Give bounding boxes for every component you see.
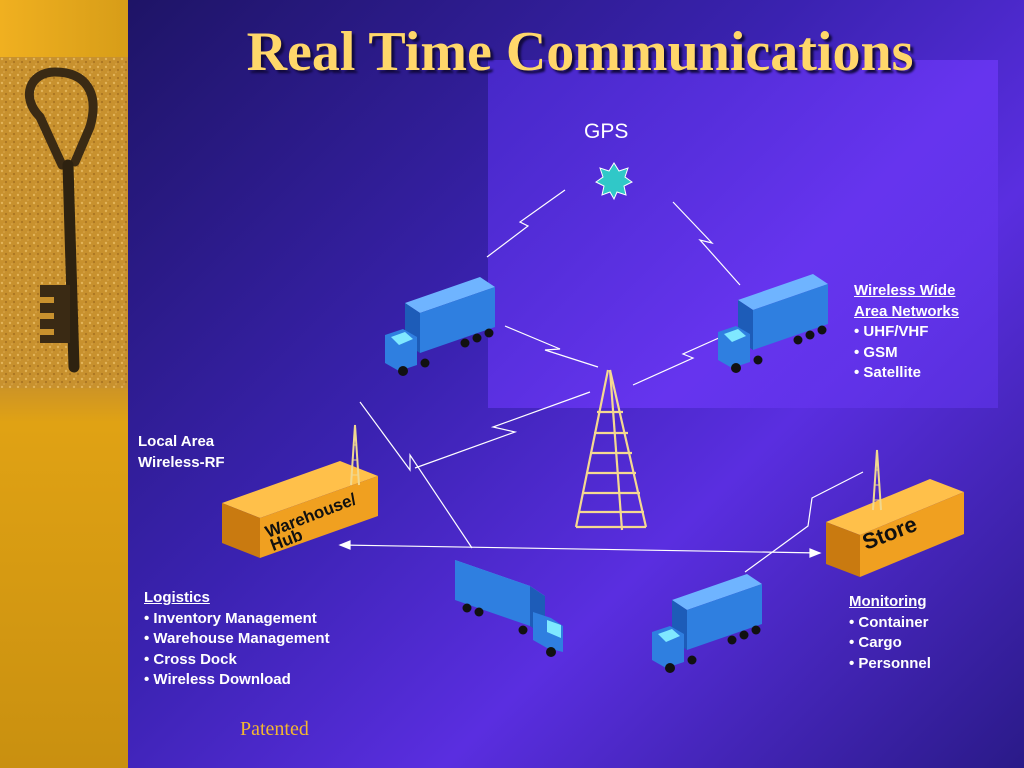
wan-item: • Satellite <box>854 364 921 381</box>
wan-item: • UHF/VHF <box>854 323 929 340</box>
gps-label: GPS <box>584 120 629 143</box>
key-image <box>0 57 128 388</box>
sidebar-band <box>0 0 128 60</box>
page-title: Real Time Communications <box>246 21 914 83</box>
truck-icon <box>718 274 828 373</box>
monitoring-item: • Personnel <box>849 654 931 672</box>
wan-item: • GSM <box>854 343 898 361</box>
warehouse-hub-box: Warehouse/ Hub <box>222 424 378 558</box>
lightning-link-icon <box>338 189 864 573</box>
monitoring-item: • Cargo <box>849 634 902 651</box>
radio-tower-icon <box>574 369 648 531</box>
logistics-item: • Inventory Management <box>144 609 317 627</box>
logistics-item: • Cross Dock <box>144 650 237 668</box>
patented-footer: Patented <box>240 718 309 740</box>
lan-line1: Local Area <box>138 433 215 450</box>
truck-icon <box>455 560 563 657</box>
monitoring-item: • Container <box>849 613 929 631</box>
lan-line2: Wireless-RF <box>138 453 225 471</box>
logistics-label: Logistics • Inventory Management • Wareh… <box>144 588 330 691</box>
monitoring-heading: Monitoring <box>849 593 927 610</box>
logistics-heading: Logistics <box>144 589 210 606</box>
sidebar <box>0 0 128 768</box>
store-box: Store <box>826 449 964 577</box>
truck-icon <box>652 574 762 673</box>
wan-label: Wireless Wide Area Networks • UHF/VHF • … <box>854 281 984 384</box>
logistics-item: • Warehouse Management <box>144 630 330 647</box>
gps-satellite-icon <box>595 162 633 201</box>
truck-icon <box>385 277 495 376</box>
wan-heading: Wireless Wide Area Networks <box>854 282 960 320</box>
lan-label: Local Area Wireless-RF <box>138 432 225 473</box>
logistics-item: • Wireless Download <box>144 671 291 688</box>
monitoring-label: Monitoring • Container • Cargo • Personn… <box>849 592 931 674</box>
